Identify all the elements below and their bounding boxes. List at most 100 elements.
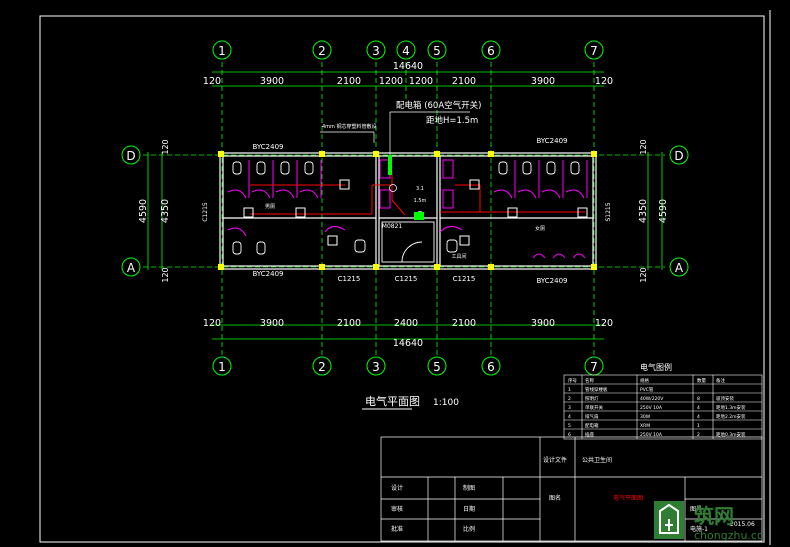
side-label-left: C1215 <box>202 202 209 222</box>
axis-label-a-left: A <box>127 261 136 275</box>
socket <box>414 212 424 220</box>
label-mount-height: 距地H=1.5m <box>426 115 478 126</box>
dim-bottom-2: 2100 <box>337 318 361 329</box>
dim-bottom-6: 120 <box>595 318 613 329</box>
axis-bubbles-side <box>121 145 689 277</box>
legend-cell: 距地1.3m安装 <box>716 404 746 411</box>
stalls-left <box>227 160 322 237</box>
dim-right-edge-bottom: 120 <box>639 267 648 282</box>
tb-project: 公共卫生间 <box>582 456 612 464</box>
legend-cell: 配电箱 <box>585 422 599 429</box>
dim-left-edge-bottom: 120 <box>161 267 170 282</box>
light-fixtures <box>243 179 588 246</box>
tb-sheet-no-label: 图号 <box>690 506 702 513</box>
outer-frame <box>39 15 765 543</box>
legend-cell: 8 <box>697 396 700 402</box>
legend-cell: 吸顶安装 <box>716 395 734 402</box>
axis-label-2-bottom: 2 <box>318 360 326 374</box>
tb-drawing-name: 电气平面图 <box>613 494 643 502</box>
tb-checker-label: 审核 <box>391 505 403 513</box>
window-label-bottom-right: BYC2409 <box>536 277 567 285</box>
distribution-box <box>388 155 392 175</box>
axis-label-5-top: 5 <box>433 44 441 58</box>
columns <box>218 151 597 270</box>
watermark-url: chongzhu.cc <box>694 529 763 542</box>
dim-top-3: 1200 <box>379 76 403 87</box>
legend-cell: 2 <box>568 396 571 402</box>
legend-cell: PVC管 <box>640 386 654 393</box>
dim-bottom-4: 2100 <box>452 318 476 329</box>
tb-date: 2015.06 <box>730 521 755 528</box>
side-label-right: S1215 <box>605 202 612 221</box>
legend-cell: 6 <box>568 432 571 438</box>
door-label-c3: C1215 <box>453 275 476 283</box>
tb-drawing-name-label: 图名 <box>549 494 561 502</box>
legend-cell: 40W/220V <box>640 396 664 402</box>
door-label-c2: C1215 <box>395 275 418 283</box>
axis-label-6-top: 6 <box>487 44 495 58</box>
label-distribution-box: 配电箱 (60A空气开关) <box>396 100 481 111</box>
legend-header-cell: 备注 <box>716 377 725 384</box>
dim-bottom-1: 3900 <box>260 318 284 329</box>
small-label-a: 3.1 <box>416 186 424 192</box>
legend-header-cell: 序号 <box>568 377 577 384</box>
legend-cell: 30W <box>640 414 651 420</box>
dim-right-outer: 4590 <box>658 199 669 223</box>
axis-label-3-bottom: 3 <box>372 360 380 374</box>
legend-cell: XRM <box>640 423 650 429</box>
legend-cell: 照明灯 <box>585 395 599 402</box>
door-label-m: M0821 <box>382 223 403 230</box>
door-label-c1: C1215 <box>338 275 361 283</box>
axis-label-d-left: D <box>126 149 135 163</box>
room-label-mid: 工具间 <box>451 253 466 260</box>
dim-top-7: 120 <box>595 76 613 87</box>
axis-label-1-bottom: 1 <box>218 360 226 374</box>
legend-cell: 250V 10A <box>640 405 663 411</box>
watermark: 筑网 chongzhu.cc <box>654 499 786 543</box>
dim-top-5: 2100 <box>452 76 476 87</box>
legend-header-cell: 数量 <box>697 377 706 384</box>
legend-cell: 排气扇 <box>585 413 599 420</box>
axis-label-7-bottom: 7 <box>590 360 598 374</box>
tb-approver-label: 批准 <box>391 525 403 533</box>
title-block <box>380 436 763 542</box>
window-label-top-left: BYC2409 <box>252 143 283 151</box>
room-label-right: 女厕 <box>535 225 545 232</box>
dim-bottom-5: 3900 <box>531 318 555 329</box>
axis-label-6-bottom: 6 <box>487 360 495 374</box>
legend-cell: 距地0.3m安装 <box>716 431 746 438</box>
small-label-b: 1.5m <box>414 198 427 204</box>
door-m0821 <box>381 221 435 263</box>
legend-cell: 插座 <box>585 431 594 438</box>
dim-left-outer: 4590 <box>138 199 149 223</box>
tb-project-label: 设计文件 <box>543 456 567 464</box>
axis-bubbles-top <box>212 40 604 60</box>
drawing-title: 电气平面图 <box>365 394 420 408</box>
axis-label-3-top: 3 <box>372 44 380 58</box>
dim-top-total: 14640 <box>393 61 423 72</box>
axis-label-5-bottom: 5 <box>433 360 441 374</box>
legend-cell: 单联开关 <box>585 404 603 411</box>
stalls-right <box>493 160 588 259</box>
dim-top-1: 3900 <box>260 76 284 87</box>
axis-label-1-top: 1 <box>218 44 226 58</box>
axis-label-d-right: D <box>674 149 683 163</box>
tb-date-label: 日期 <box>463 505 475 513</box>
dim-left-inner: 4350 <box>160 199 171 223</box>
circuit-wiring <box>250 170 585 216</box>
label-cable-note: 4mm 铜芯穿塑料管敷设 <box>322 123 377 130</box>
legend-cell: 1 <box>568 387 571 393</box>
legend-cell: 管线穿楼板 <box>585 386 608 393</box>
tb-designer-label: 设计 <box>391 484 403 492</box>
legend-cell: 距地2.2m安装 <box>716 413 746 420</box>
legend-table <box>563 374 763 440</box>
legend-title: 电气图例 <box>640 362 672 372</box>
axis-label-2-top: 2 <box>318 44 326 58</box>
legend-cell: 4 <box>568 414 571 420</box>
legend-cell: 250V 10A <box>640 432 663 438</box>
legend-cell: 5 <box>568 423 571 429</box>
toilets <box>232 161 580 255</box>
dim-right-edge-top: 120 <box>639 139 648 154</box>
